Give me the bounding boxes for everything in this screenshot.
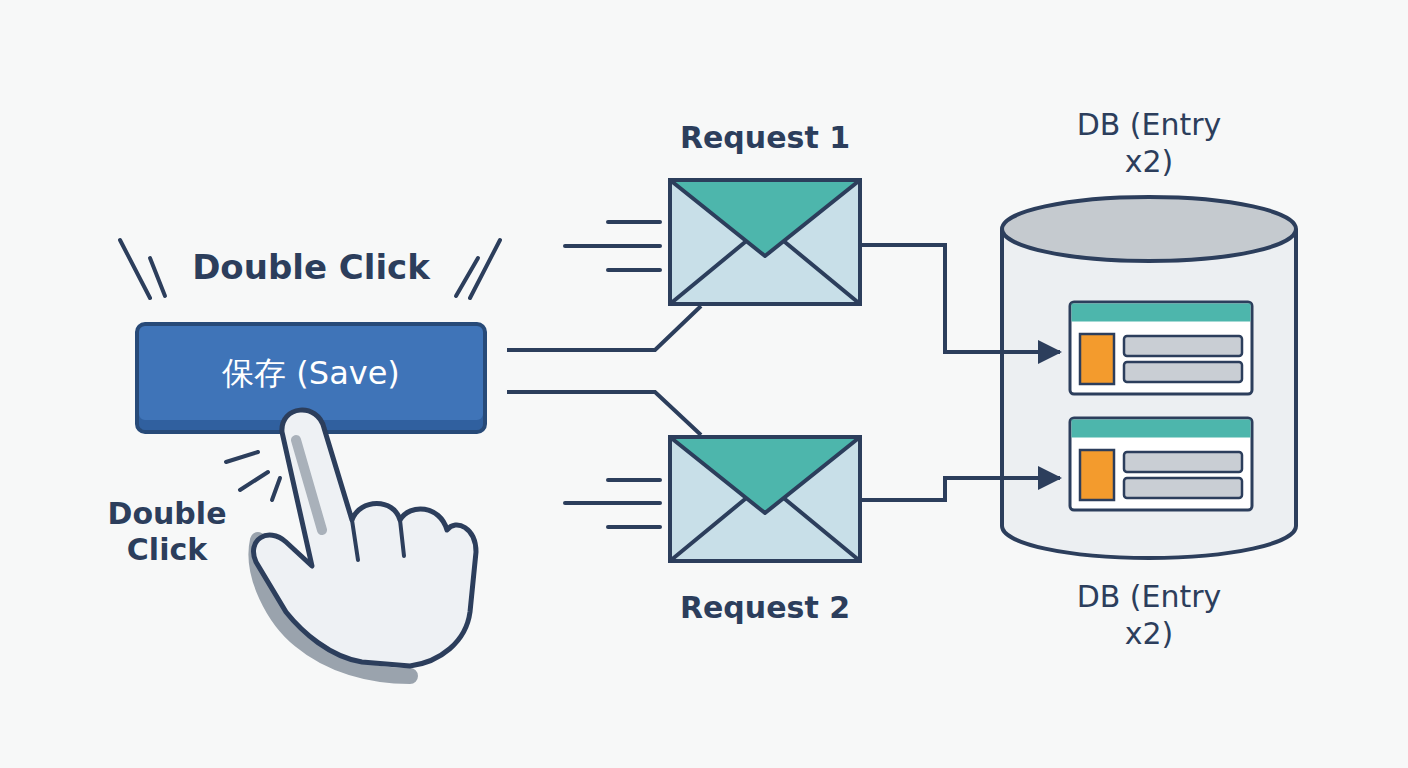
entry-bar: [1124, 336, 1242, 356]
finger-shade: [296, 440, 322, 530]
entry-header: [1072, 420, 1251, 438]
connector: [862, 478, 1060, 500]
database-label: DB (Entry x2): [1064, 106, 1234, 180]
db-entry: [1070, 302, 1252, 394]
entry-thumb: [1080, 450, 1114, 500]
entry-card: [1070, 418, 1252, 510]
request-label: Request 1: [608, 120, 922, 156]
request-envelope: Request 2: [668, 435, 862, 563]
envelope-body: [670, 437, 860, 561]
connector: [507, 306, 701, 350]
entry-card: [1070, 302, 1252, 394]
button-label: 保存 (Save): [222, 352, 400, 396]
entry-bar: [1124, 452, 1242, 472]
envelope-icon: [668, 435, 862, 563]
envelope-flap: [670, 437, 860, 513]
action-label: Double Click: [92, 496, 242, 568]
envelope-flap: [670, 180, 860, 256]
envelope-icon: [668, 178, 862, 306]
request-label: Request 2: [608, 590, 922, 626]
request-envelope: Request 1: [668, 178, 862, 306]
action-label: Double Click: [135, 247, 487, 288]
db-entry: [1070, 418, 1252, 510]
database-cylinder: [1000, 195, 1298, 560]
connector: [507, 392, 701, 435]
database-label: DB (Entry x2): [1064, 578, 1234, 652]
entry-bar: [1124, 478, 1242, 498]
motion-marks: [120, 222, 660, 527]
entry-header: [1072, 304, 1251, 322]
hand-outline: [253, 410, 476, 666]
cylinder-top: [1002, 197, 1296, 261]
envelope-body: [670, 180, 860, 304]
entry-thumb: [1080, 334, 1114, 384]
connector: [862, 245, 1060, 352]
database: DB (Entry x2)DB (Entry x2): [1000, 195, 1298, 560]
knuckle-lines: [352, 520, 404, 560]
entry-bar: [1124, 362, 1242, 382]
cylinder-body: [1002, 229, 1296, 558]
